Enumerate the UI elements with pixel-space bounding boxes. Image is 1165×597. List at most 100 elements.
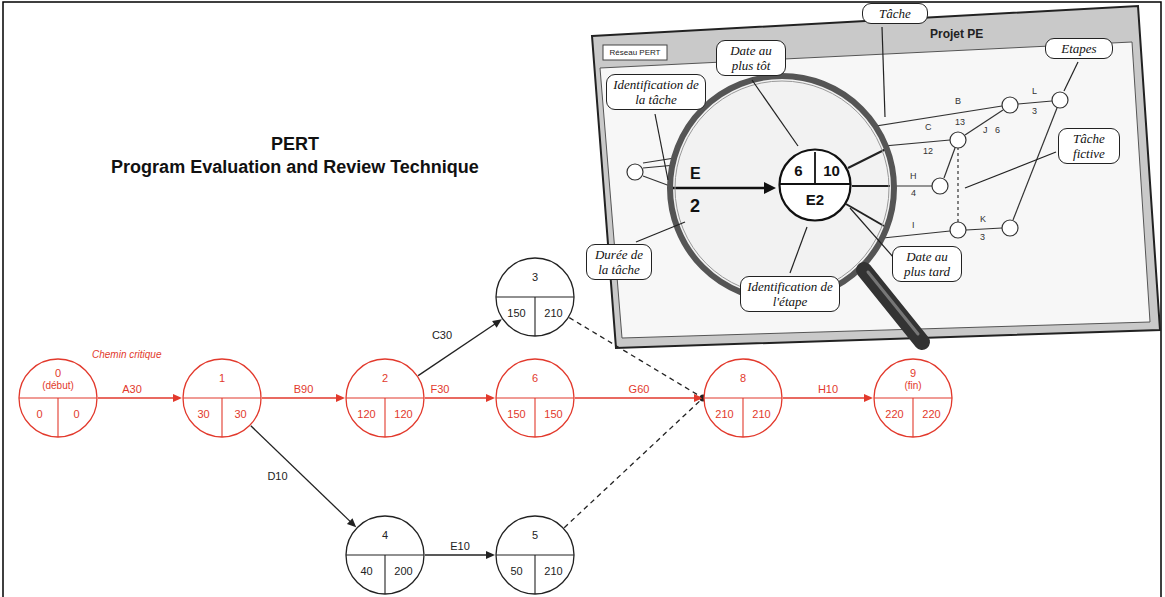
connector-line	[425, 397, 488, 398]
connector-line	[251, 426, 351, 523]
leader-line	[1064, 62, 1078, 91]
event-outline	[703, 358, 783, 438]
event-outline	[496, 359, 574, 437]
earliest-date: 210	[707, 408, 742, 420]
latest-date: 210	[744, 408, 779, 420]
task-letter: J	[983, 125, 988, 136]
task-duration: 4	[911, 188, 916, 199]
arrowhead	[492, 319, 502, 327]
arrowhead	[486, 551, 495, 559]
date-value: 6	[784, 162, 813, 179]
task-duration: 12	[923, 146, 933, 157]
latest-date: 210	[536, 307, 571, 319]
connector-line	[262, 397, 338, 398]
sheet-tab: Réseau PERT	[604, 47, 666, 58]
arrowhead	[486, 394, 495, 402]
event-outline	[874, 359, 952, 437]
magnified-step: 610E2	[778, 148, 852, 222]
event-tag: (début)	[24, 380, 92, 392]
arrowhead	[173, 394, 182, 402]
lens-network	[846, 148, 890, 226]
task-label: E10	[448, 540, 472, 553]
lens-ring	[675, 81, 889, 295]
connector-line	[783, 397, 866, 398]
earliest-date: 30	[186, 408, 221, 420]
earliest-date: 120	[349, 408, 384, 420]
callout-bubble: Date au plus tôt	[716, 40, 786, 76]
latest-date: 200	[386, 565, 421, 577]
task-duration: 2	[690, 196, 700, 216]
leader-line	[655, 114, 668, 180]
task-letter: C	[925, 122, 932, 133]
task-label: C30	[430, 329, 454, 342]
task-letter: K	[980, 214, 986, 225]
connector-line	[575, 397, 696, 398]
pert-sheet	[592, 6, 1160, 348]
connector	[564, 398, 703, 528]
pert-sheet	[603, 45, 667, 60]
latest-date: 0	[59, 408, 94, 420]
latest-date: 150	[536, 408, 571, 420]
event-divider	[57, 398, 58, 437]
connector	[251, 426, 356, 528]
callout-text: Date au plus tôt	[721, 43, 781, 73]
callout-bubble: Identification de l'étape	[740, 276, 840, 312]
event-circle: 13030	[182, 358, 262, 438]
subtitle: Program Evaluation and Review Technique	[20, 157, 570, 178]
event-divider	[221, 398, 222, 437]
event-number: 5	[501, 529, 569, 541]
latest-date: 120	[386, 408, 421, 420]
earliest-date: 40	[349, 565, 384, 577]
event-number: 6	[501, 372, 569, 384]
task-label: H10	[816, 383, 840, 396]
pert-sheet	[592, 6, 1160, 348]
event-tag: (fin)	[879, 380, 947, 392]
latest-date: 30	[223, 408, 258, 420]
event-number: 3	[501, 271, 569, 283]
connector-line	[564, 398, 703, 528]
sheet-network	[1018, 101, 1052, 104]
page-frame	[3, 2, 1161, 597]
earliest-date: 220	[877, 408, 912, 420]
event-divider	[912, 398, 913, 437]
event-circle: 2120120	[345, 358, 425, 438]
connector	[569, 318, 703, 398]
sheet-network	[894, 185, 932, 186]
event-outline	[345, 515, 425, 595]
event-circle: 9(fin)220220	[873, 358, 953, 438]
connector-line	[418, 323, 496, 375]
callout-text: Identification de la tâche	[611, 77, 701, 107]
event-divider	[384, 555, 385, 594]
task-arrow	[672, 182, 776, 194]
arrowhead	[864, 394, 873, 402]
task-duration: 6	[995, 125, 1000, 136]
sheet-network	[1002, 220, 1018, 236]
task-label: G60	[627, 383, 652, 396]
earliest-date: 50	[499, 565, 534, 577]
task-letter: B	[955, 96, 961, 107]
sheet-network	[1013, 108, 1057, 220]
event-circle: 8210210	[703, 358, 783, 438]
event-outline	[19, 359, 97, 437]
sheet-title: Projet PE	[930, 27, 983, 41]
event-outline	[183, 359, 261, 437]
task-label: F30	[429, 383, 452, 396]
task-label: D10	[265, 470, 289, 483]
event-outline	[495, 515, 575, 595]
event-outline	[345, 358, 425, 438]
event-outline	[495, 358, 575, 438]
callout-bubble: Identification de la tâche	[606, 74, 706, 110]
callout-text: Durée de la tâche	[591, 247, 647, 277]
title: PERT	[20, 134, 570, 155]
event-number: 0	[24, 367, 92, 379]
task-letter: H	[910, 171, 917, 182]
connector-line	[569, 318, 703, 398]
event-divider	[534, 555, 535, 594]
event-divider	[534, 398, 535, 437]
callout-text: Date au plus tard	[897, 249, 957, 279]
event-divider	[534, 297, 535, 336]
task-letter: L	[1032, 86, 1037, 97]
sheet-network	[643, 176, 670, 186]
